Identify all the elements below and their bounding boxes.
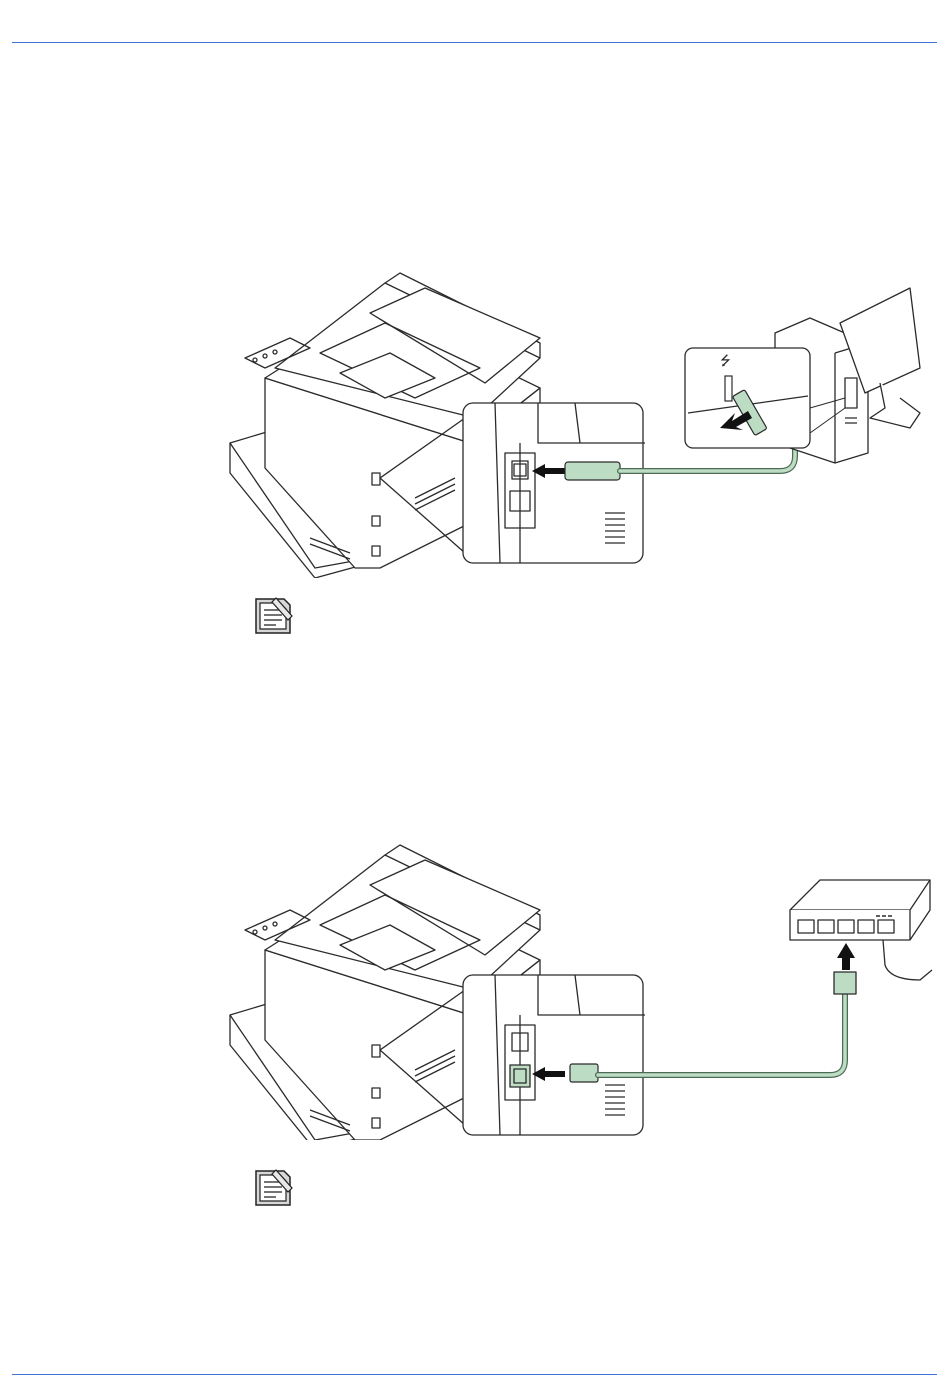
usb-port-callout [463, 403, 643, 563]
network-connection-figure [220, 840, 935, 1140]
lan-plug [570, 1064, 598, 1082]
hub-lan-plug [834, 972, 856, 994]
usb-plug [565, 462, 620, 480]
lan-port-callout [463, 975, 643, 1135]
usb-symbol-icon: ⭍ [720, 354, 731, 369]
note-icon [250, 596, 294, 636]
footer-rule [12, 1374, 937, 1375]
note-icon [250, 1168, 294, 1208]
usb-connection-figure: ⭍ [220, 268, 930, 578]
hub-insert-arrow [837, 943, 855, 970]
header-rule [12, 42, 937, 43]
network-hub [790, 880, 930, 910]
